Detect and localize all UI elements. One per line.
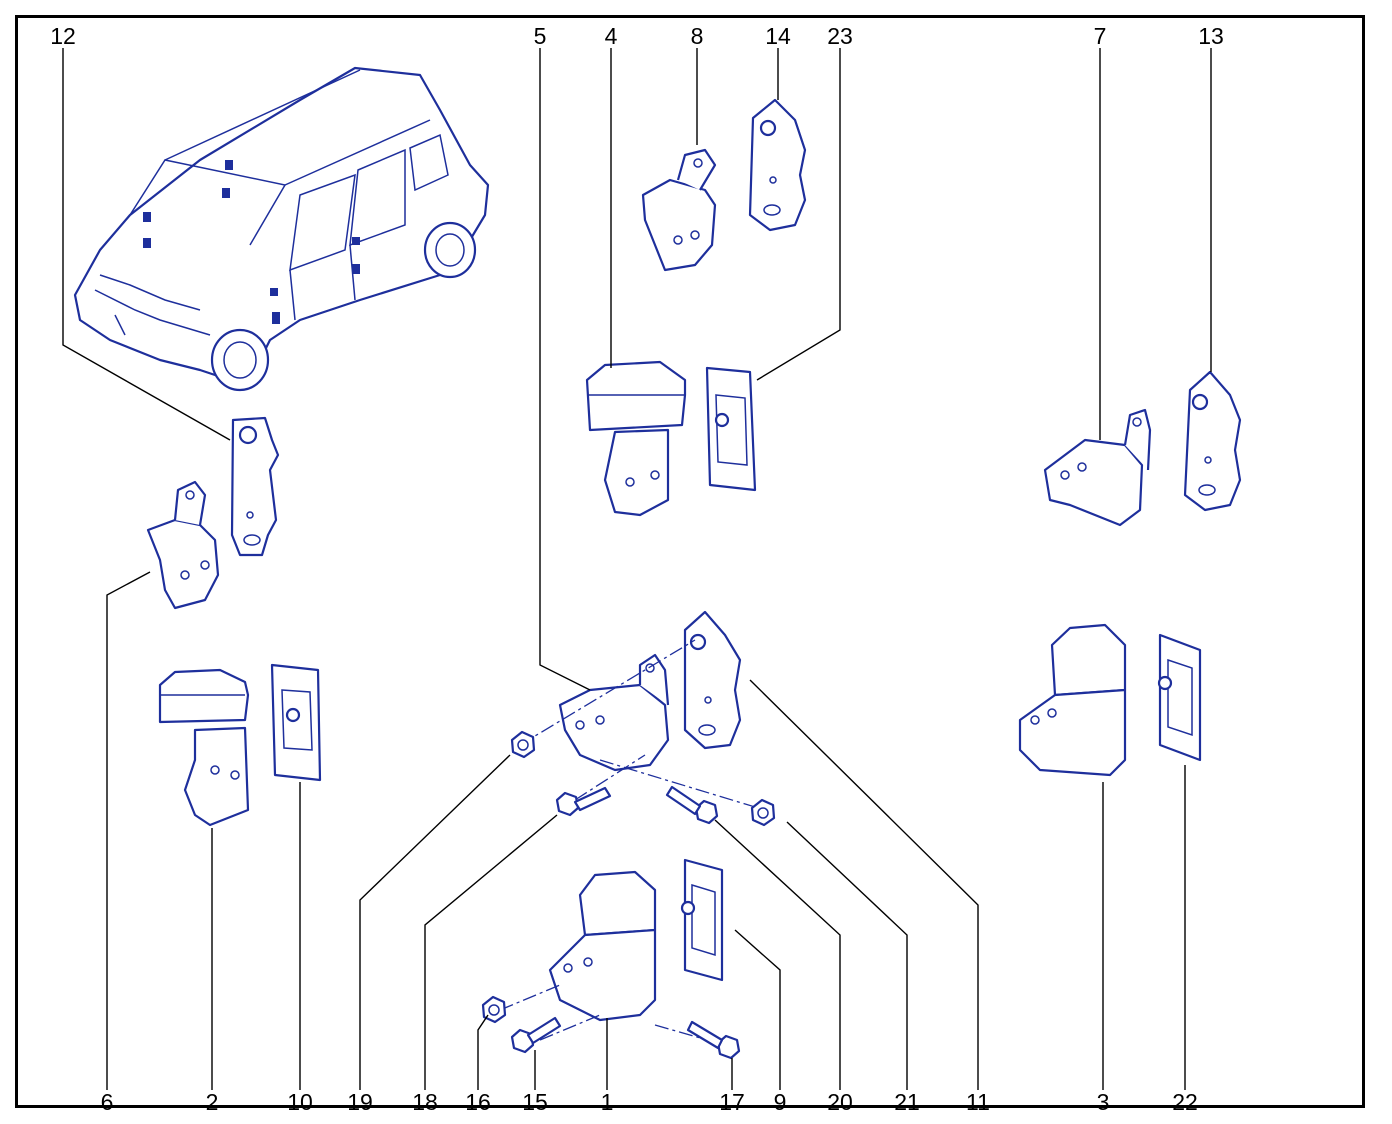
- label-17: 17: [719, 1089, 745, 1115]
- label-11: 11: [966, 1089, 990, 1115]
- check-strap-2-10: [158, 663, 322, 827]
- bottom-labels: 6 2 10 19 18 16 15 1 17 9 20 21 11 3 22: [101, 1089, 1198, 1115]
- label-9: 9: [774, 1089, 787, 1115]
- label-10: 10: [287, 1089, 313, 1115]
- label-14: 14: [765, 23, 791, 49]
- label-3: 3: [1097, 1089, 1110, 1115]
- label-22: 22: [1172, 1089, 1198, 1115]
- label-12: 12: [50, 23, 76, 49]
- hinge-8-14: [641, 98, 807, 272]
- label-1: 1: [601, 1089, 614, 1115]
- car-outline: [73, 66, 490, 392]
- check-strap-3-22: [1018, 623, 1202, 777]
- check-strap-4-23: [585, 360, 757, 517]
- check-strap-1-9: [499, 858, 726, 1046]
- bolt-17: [686, 1020, 741, 1060]
- label-19: 19: [347, 1089, 373, 1115]
- label-15: 15: [522, 1089, 548, 1115]
- nut-21: [750, 798, 776, 827]
- label-5: 5: [534, 23, 547, 49]
- bolt-20: [665, 785, 719, 825]
- label-4: 4: [605, 23, 618, 49]
- label-20: 20: [827, 1089, 853, 1115]
- leader-lines: [62, 48, 1212, 1090]
- bolt-18: [555, 786, 612, 817]
- label-8: 8: [691, 23, 704, 49]
- label-18: 18: [412, 1089, 438, 1115]
- nut-19: [510, 730, 536, 759]
- bolt-15: [510, 1016, 562, 1054]
- label-6: 6: [101, 1089, 114, 1115]
- label-2: 2: [206, 1089, 219, 1115]
- label-16: 16: [465, 1089, 491, 1115]
- hinge-5-11: [519, 610, 766, 811]
- nut-16: [481, 995, 507, 1024]
- label-13: 13: [1198, 23, 1224, 49]
- label-23: 23: [827, 23, 853, 49]
- label-21: 21: [894, 1089, 920, 1115]
- hinge-12-6: [146, 416, 280, 610]
- hinge-7-13: [1043, 370, 1242, 527]
- top-labels: 12 5 4 8 14 23 7 13: [50, 23, 1224, 49]
- label-7: 7: [1094, 23, 1107, 49]
